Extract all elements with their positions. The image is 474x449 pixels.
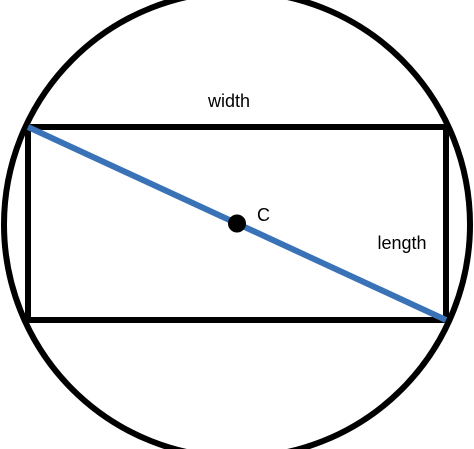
width-label: width <box>207 91 250 111</box>
center-point <box>228 214 246 233</box>
inscribed-rectangle <box>25 124 449 323</box>
center-label: C <box>257 205 270 225</box>
length-label: length <box>377 233 426 253</box>
